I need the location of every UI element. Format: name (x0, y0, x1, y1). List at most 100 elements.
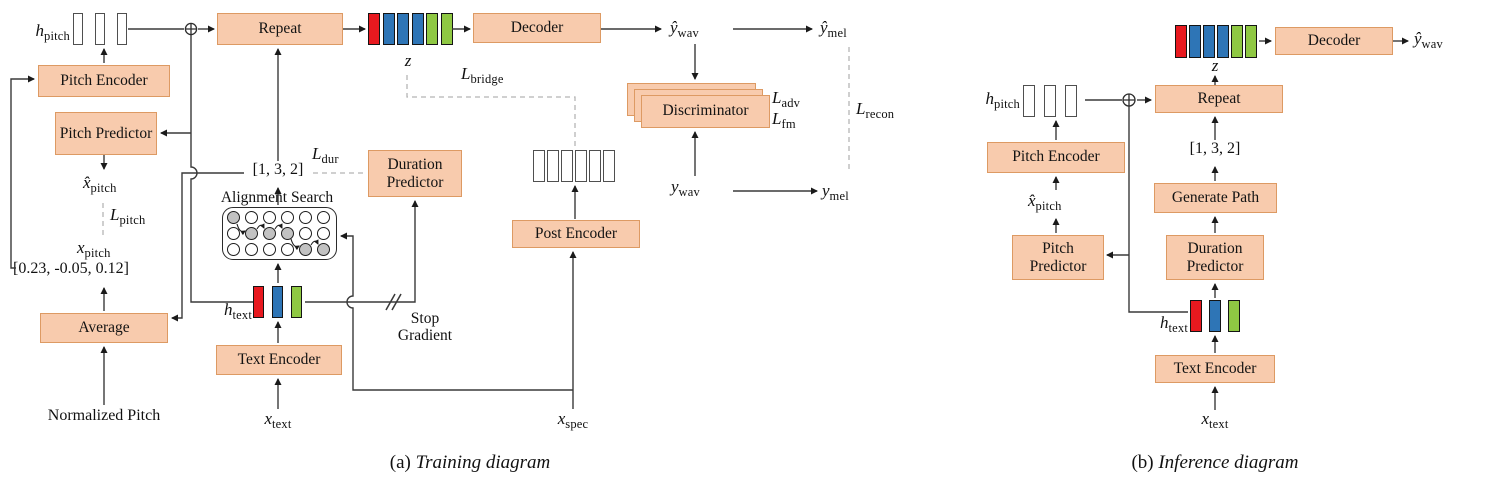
red-token-block (1190, 300, 1202, 332)
repeat-box: Repeat (1155, 85, 1283, 113)
h-text-label: htext (1144, 313, 1188, 335)
caption-text: Training diagram (415, 452, 551, 473)
alignment-cell (299, 227, 312, 240)
green-token-block (291, 286, 302, 318)
math-base: z (404, 51, 412, 70)
math-sub: mel (829, 189, 849, 203)
math-sub: wav (677, 26, 699, 40)
white-token-block (1065, 85, 1077, 117)
x-hat-pitch-label: x̂pitch (83, 173, 117, 195)
math-base: y (822, 181, 830, 200)
y-hat-wav-label: ŷwav (1414, 29, 1443, 51)
pitch-encoder-box: Pitch Encoder (987, 142, 1125, 173)
l-bridge-label: Lbridge (461, 64, 504, 86)
l-recon-label: Lrecon (856, 99, 894, 121)
math-sub: pitch (84, 246, 111, 260)
alignment-cell (317, 211, 330, 224)
blue-token-block (272, 286, 283, 318)
alignment-cell-selected (317, 243, 330, 256)
pitch-predictor-label: Pitch Predictor (1029, 240, 1087, 275)
math-base: L (461, 64, 471, 83)
normalized-pitch-label: Normalized Pitch (47, 407, 161, 424)
decoder-box: Decoder (473, 13, 601, 43)
generate-path-label: Generate Path (1171, 188, 1260, 206)
z-label: z (1205, 56, 1225, 76)
caption-prefix: (b) (1131, 452, 1154, 473)
average-box: Average (40, 313, 168, 343)
l-dur-label: Ldur (312, 144, 339, 166)
math-base: h (985, 89, 995, 108)
math-base: y (671, 177, 679, 196)
h-pitch-label: hpitch (960, 89, 1020, 111)
alignment-cell (263, 243, 276, 256)
blue-token-block (382, 13, 395, 45)
blue-token-block (397, 13, 409, 45)
blue-token-block (1217, 25, 1229, 58)
h-pitch-frames (73, 13, 127, 45)
math-base: h (35, 21, 45, 40)
durations-label: [1, 3, 2] (1189, 140, 1241, 157)
l-adv-label: Ladv (772, 88, 800, 110)
alignment-cell-selected (281, 227, 294, 240)
repeat-label: Repeat (258, 19, 302, 37)
green-token-block (440, 13, 453, 45)
red-token-block (1175, 25, 1187, 58)
white-token-block (533, 150, 545, 182)
math-base: L (772, 88, 782, 107)
math-base: z (1211, 56, 1219, 75)
white-token-block (1023, 85, 1035, 117)
pitch-predictor-box: Pitch Predictor (1012, 235, 1104, 280)
pitch-encoder-box: Pitch Encoder (38, 65, 170, 97)
alignment-cell-selected (227, 211, 240, 224)
z-frames (368, 13, 453, 45)
green-token-block (426, 13, 438, 45)
math-base: x̂ (1028, 191, 1036, 210)
math-base: L (110, 205, 120, 224)
discriminator-box: Discriminator (641, 95, 770, 128)
math-base: L (312, 144, 322, 163)
pitch-values-label: [0.23, -0.05, 0.12] (13, 260, 129, 277)
alignment-cell (281, 243, 294, 256)
alignment-cell (299, 211, 312, 224)
alignment-cell-selected (245, 227, 258, 240)
decoder-box: Decoder (1275, 27, 1393, 55)
decoder-label: Decoder (510, 18, 564, 36)
alignment-cell (227, 227, 240, 240)
alignment-cell (317, 227, 330, 240)
duration-predictor-label: Duration Predictor (1186, 240, 1244, 275)
white-token-block (95, 13, 105, 45)
white-token-block (575, 150, 587, 182)
red-token-block (253, 286, 264, 318)
z-label: z (398, 51, 418, 71)
blue-token-block (1209, 300, 1221, 332)
x-pitch-label: xpitch (77, 238, 111, 260)
math-sub: pitch (44, 29, 70, 43)
x-spec-label: xspec (543, 409, 603, 431)
pitch-encoder-label: Pitch Encoder (60, 71, 148, 89)
decoder-label: Decoder (1307, 31, 1361, 49)
alignment-cell-selected (299, 243, 312, 256)
math-sub: pitch (90, 181, 117, 195)
math-sub: text (1209, 417, 1229, 431)
math-base: x̂ (83, 173, 91, 192)
discriminator-label: Discriminator (662, 102, 749, 120)
math-base: ŷ (1414, 29, 1422, 48)
math-sub: spec (565, 417, 589, 431)
stop-gradient-label: Stop Gradient (397, 310, 453, 345)
math-sub: fm (781, 117, 796, 131)
alignment-cell-selected (263, 227, 276, 240)
math-sub: mel (827, 26, 847, 40)
alignment-cell (281, 211, 294, 224)
math-sub: wav (678, 185, 700, 199)
l-pitch-label: Lpitch (110, 205, 146, 227)
math-sub: text (1168, 321, 1188, 335)
white-token-block (117, 13, 127, 45)
math-base: ŷ (820, 18, 828, 37)
text-encoder-box: Text Encoder (1155, 355, 1275, 383)
x-text-label: xtext (248, 409, 308, 431)
z-frames (1175, 25, 1257, 58)
y-hat-wav-label: ŷwav (670, 18, 699, 40)
blue-token-block (1189, 25, 1201, 58)
math-sub: pitch (119, 213, 146, 227)
